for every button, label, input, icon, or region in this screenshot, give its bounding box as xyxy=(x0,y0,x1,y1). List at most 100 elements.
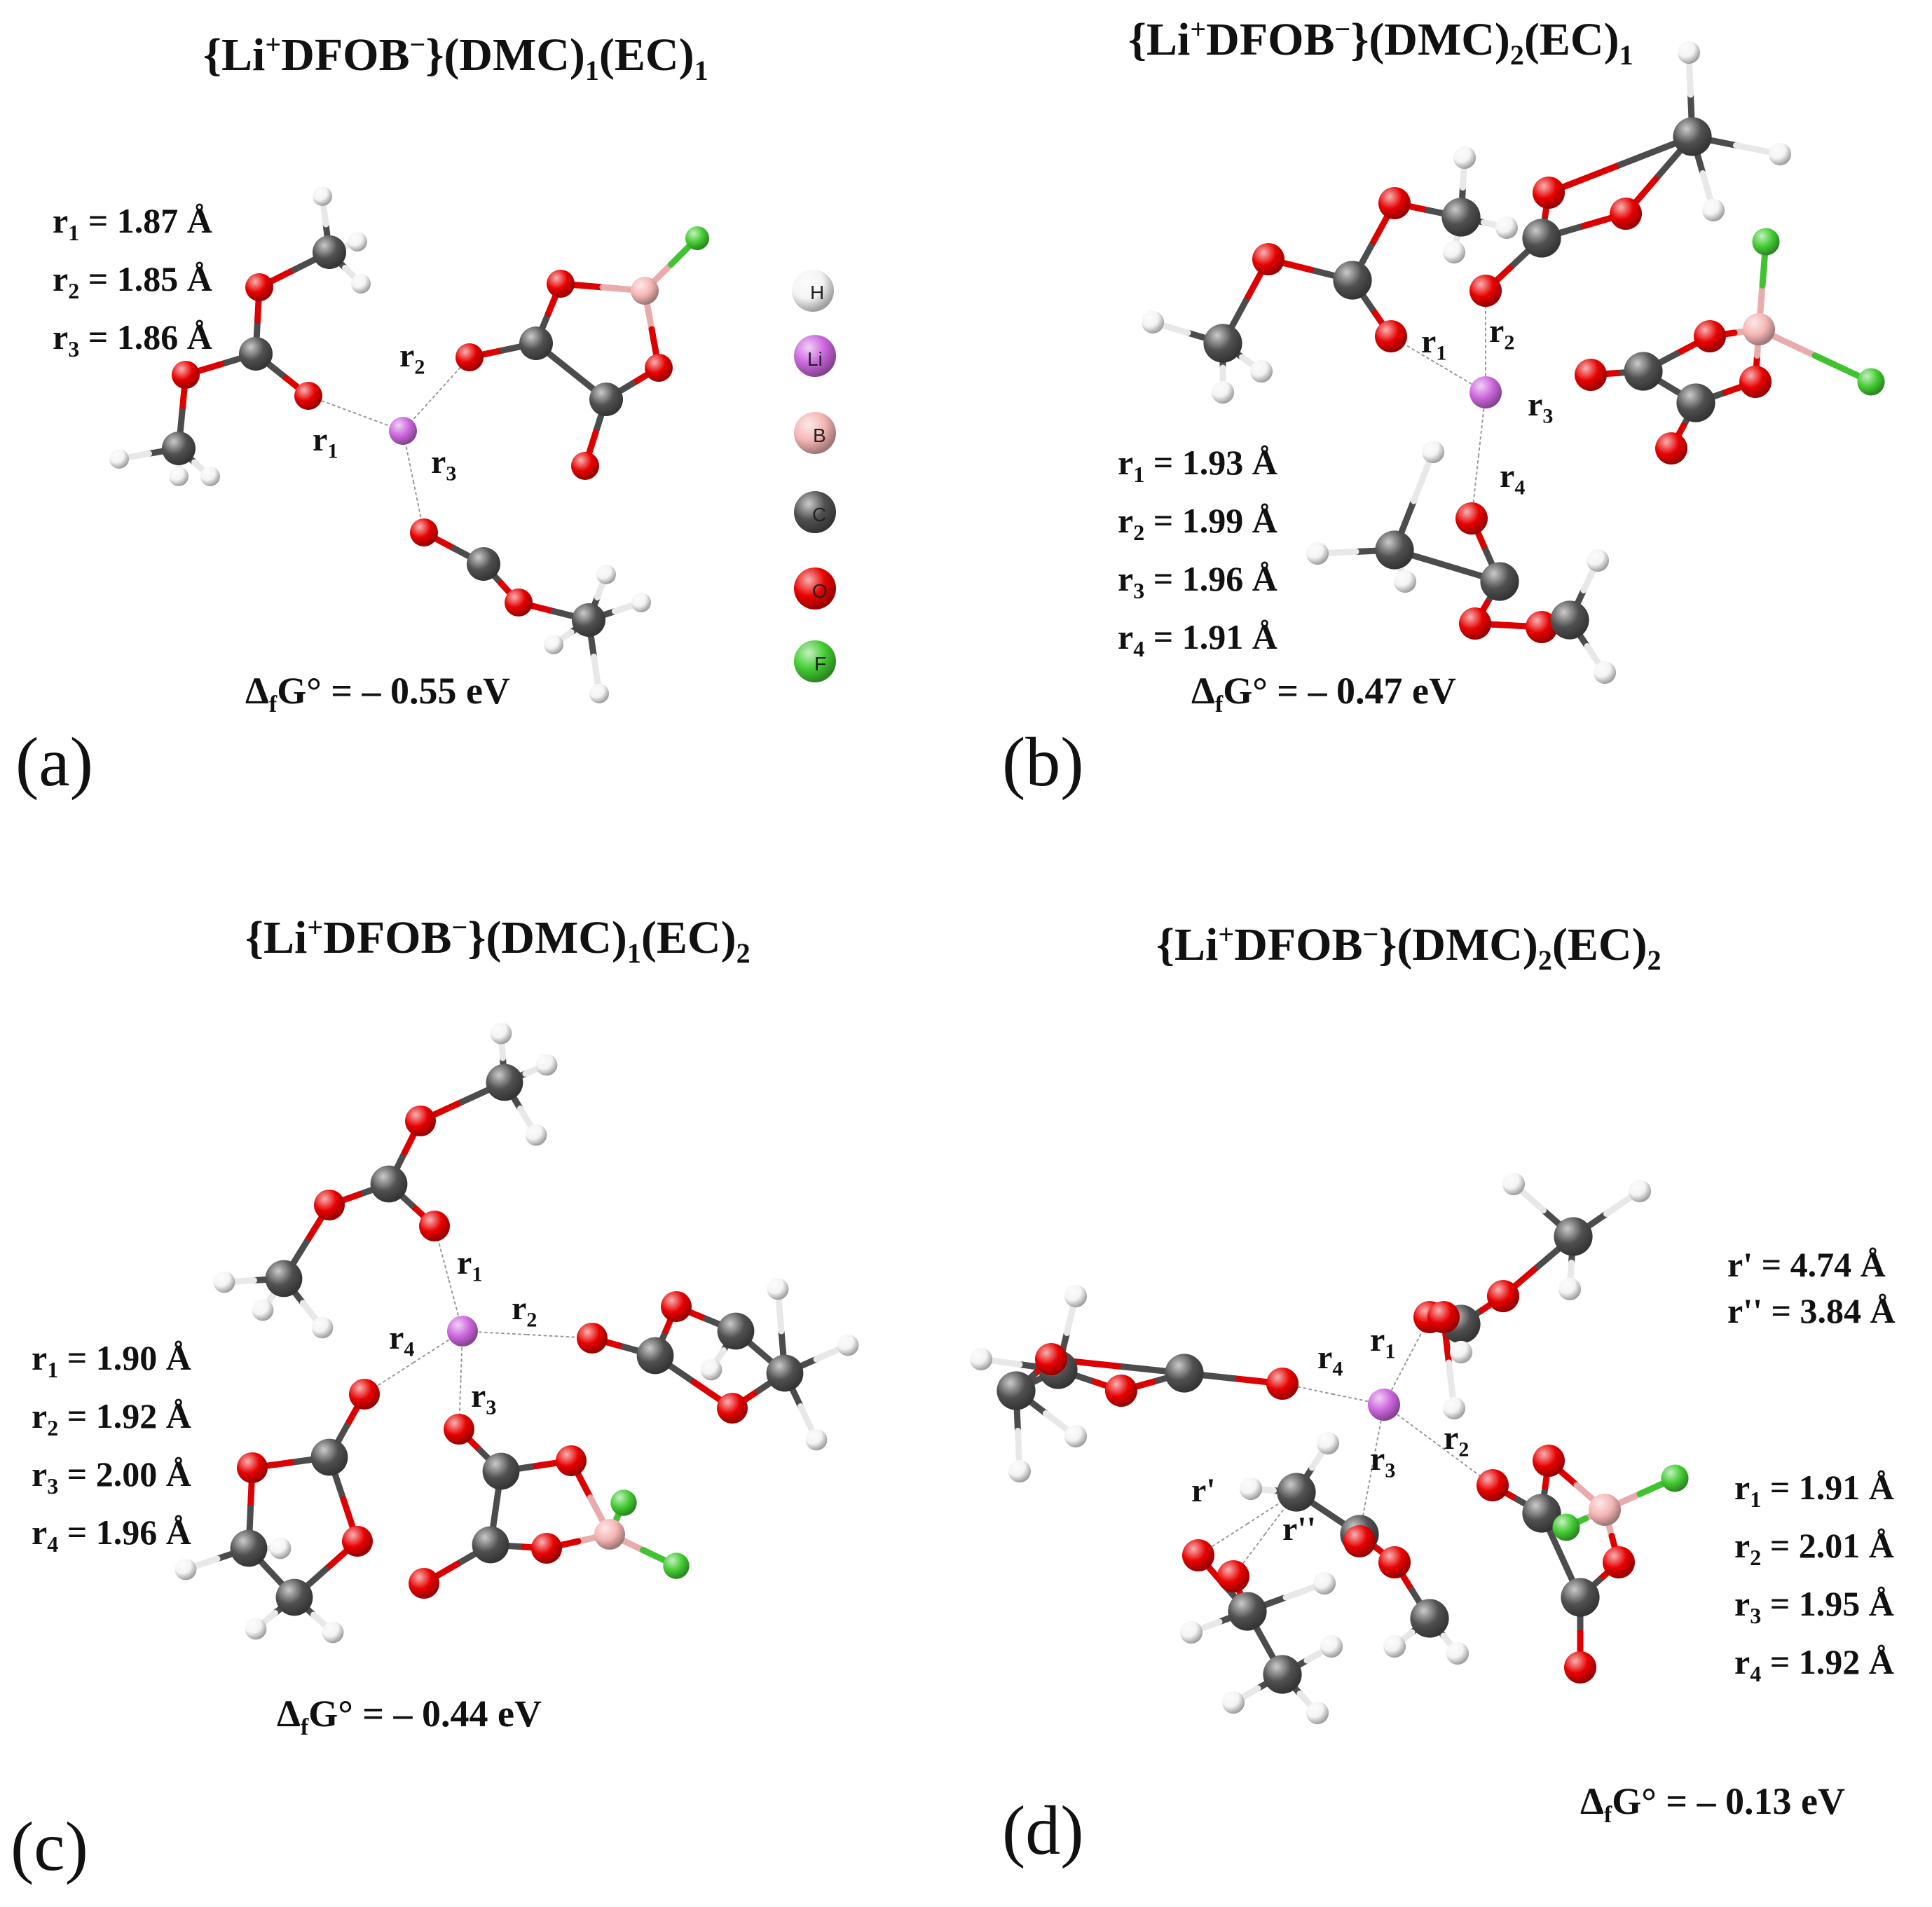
atom-f xyxy=(1752,228,1780,256)
atom-h xyxy=(1677,41,1701,64)
atom-h xyxy=(631,593,651,612)
panel-d-extra-distances: r' = 4.74 Å r'' = 3.84 Å xyxy=(1727,1241,1896,1334)
atom-c xyxy=(766,1354,804,1392)
atom-b xyxy=(631,277,659,305)
atom-o xyxy=(1610,198,1642,230)
panel-d-title: {Li+DFOB−}(DMC)2(EC)2 xyxy=(1156,918,1662,977)
atom-c xyxy=(275,1578,313,1616)
atom-h xyxy=(1442,240,1466,264)
atom-h xyxy=(1316,1431,1340,1455)
atom-c xyxy=(572,603,605,637)
atom-c xyxy=(1263,1655,1302,1694)
atom-h xyxy=(1768,142,1792,166)
bond-label-r2: r2 xyxy=(1444,1419,1469,1461)
legend-sphere-f xyxy=(794,640,836,682)
atom-o xyxy=(1105,1375,1137,1407)
atom-h xyxy=(525,1124,547,1146)
atom-c xyxy=(467,547,500,581)
atom-f xyxy=(1661,1464,1689,1492)
atom-h xyxy=(1701,198,1725,222)
atom-c xyxy=(1410,1599,1449,1638)
atom-o xyxy=(505,588,533,617)
atom-h xyxy=(1221,1691,1245,1714)
bond-label-r2: r2 xyxy=(1489,312,1515,354)
atom-o xyxy=(245,273,273,301)
atom-c xyxy=(1203,324,1242,363)
atom-o xyxy=(1378,1546,1411,1578)
distance-r2: r2 = 2.01 Å xyxy=(1734,1526,1894,1570)
atom-o xyxy=(1694,320,1726,352)
atom-o xyxy=(571,452,599,480)
coordination-line xyxy=(1247,1492,1297,1524)
panel-a-energy: ΔfG° = – 0.55 eV xyxy=(245,670,511,717)
legend-B-label: B xyxy=(813,425,826,446)
atom-o xyxy=(1564,1651,1596,1684)
coordination-line xyxy=(1437,364,1486,393)
atom-b xyxy=(594,1519,625,1550)
atom-h xyxy=(1628,1179,1652,1203)
atom-o xyxy=(645,354,673,382)
atom-o xyxy=(342,1526,373,1557)
atom-c xyxy=(1561,1578,1600,1617)
atom-c xyxy=(230,1529,268,1567)
atom-f xyxy=(610,1489,637,1516)
legend-sphere-o xyxy=(794,567,836,610)
distance-r3: r3 = 2.00 Å xyxy=(32,1454,191,1499)
atom-o xyxy=(1487,1280,1519,1312)
coordination-line xyxy=(364,1362,414,1395)
atom-o xyxy=(1533,1445,1565,1477)
atom-h xyxy=(1502,1172,1526,1196)
bond-label-r4: r4 xyxy=(389,1319,415,1361)
atom-o xyxy=(1378,187,1411,219)
atom-o xyxy=(237,1452,268,1483)
atom-o xyxy=(556,1445,587,1476)
atom-o xyxy=(1739,366,1772,398)
atom-c xyxy=(996,1371,1036,1410)
distance-r3: r3 = 1.95 Å xyxy=(1734,1584,1894,1628)
atom-h xyxy=(1593,661,1617,684)
atom-o xyxy=(717,1393,748,1424)
atom-c xyxy=(482,1452,520,1490)
atom-h xyxy=(767,1278,789,1300)
bond-label-r2: r2 xyxy=(399,337,425,379)
panel-d-energy: ΔfG° = – 0.13 eV xyxy=(1580,1780,1846,1828)
atom-c xyxy=(1165,1354,1204,1393)
atom-o xyxy=(1526,611,1558,643)
bond-label-r3: r3 xyxy=(1370,1440,1396,1482)
atom-h xyxy=(596,565,616,584)
atom-h xyxy=(169,467,189,486)
panel-b-label: (b) xyxy=(1002,723,1084,801)
atom-c xyxy=(1277,1473,1316,1512)
atom-c xyxy=(636,1337,674,1375)
atom-o xyxy=(1035,1343,1067,1375)
bond-label-r3: r3 xyxy=(1528,386,1554,428)
atom-o xyxy=(410,518,438,546)
bond-label-r1: r1 xyxy=(1370,1321,1396,1363)
atom-o xyxy=(1427,1301,1460,1333)
atom-b xyxy=(1743,313,1775,345)
atom-h xyxy=(805,1428,828,1451)
atom-h xyxy=(269,1537,292,1560)
atom-c xyxy=(486,1063,523,1101)
atom-o xyxy=(547,270,575,298)
distance-r2: r2 = 1.99 Å xyxy=(1118,501,1277,545)
atom-h xyxy=(311,1316,334,1339)
atom-h xyxy=(1453,146,1477,170)
atom-c xyxy=(239,337,273,371)
atom-h xyxy=(351,274,371,294)
atom-o xyxy=(1252,243,1284,275)
bond-label-r1: r1 xyxy=(313,421,338,463)
atom-o xyxy=(1182,1539,1214,1571)
distance-r1: r1 = 1.91 Å xyxy=(1734,1468,1894,1512)
atom-f xyxy=(1552,1513,1580,1541)
atom-c xyxy=(1480,562,1519,601)
atom-c xyxy=(310,1438,348,1476)
distance-r4: r4 = 1.96 Å xyxy=(32,1513,191,1557)
atom-h xyxy=(1446,1641,1469,1665)
atom-h xyxy=(544,635,563,654)
atom-h xyxy=(1008,1459,1032,1483)
atom-c xyxy=(717,1312,755,1350)
panel-b-title: {Li+DFOB−}(DMC)2(EC)1 xyxy=(1128,13,1633,71)
panel-a-label: (a) xyxy=(15,723,93,801)
